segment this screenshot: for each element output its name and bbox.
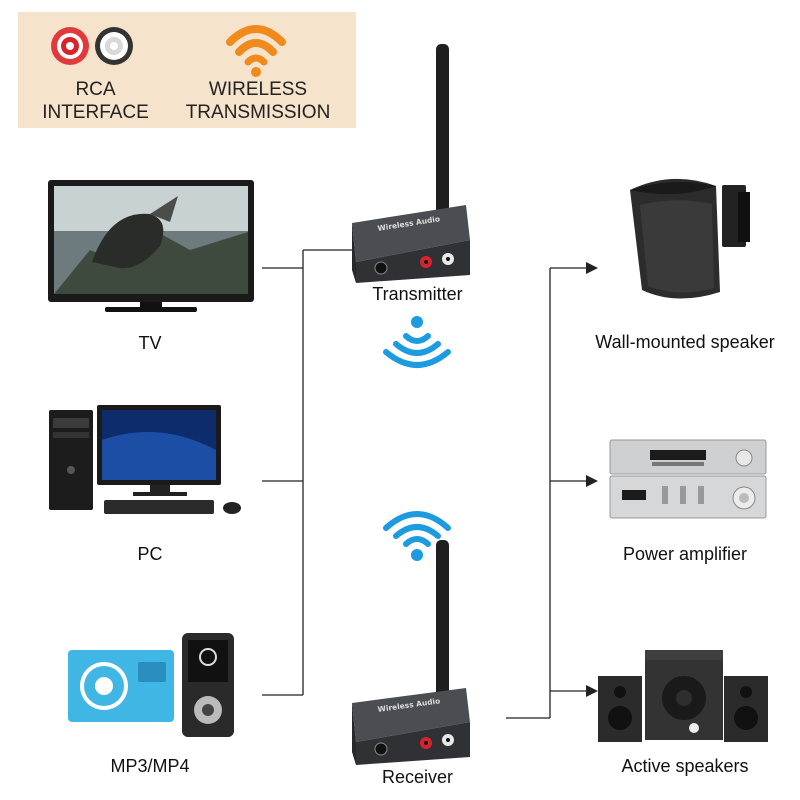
amplifier-label: Power amplifier [622,544,748,564]
source-connector-lines [262,249,352,696]
active-speakers-label: Active speakers [621,756,749,776]
tv-label: TV [138,333,162,353]
transmitter-device-icon: Wireless Audio [352,44,470,283]
wireless-line1: WIRELESS [208,79,308,100]
tv-icon [48,180,254,312]
wall-speaker-icon [630,178,750,299]
mp3-label: MP3/MP4 [110,756,190,776]
feature-icons [51,25,286,77]
rca-red-jack-icon [51,27,89,65]
rca-interface-label: RCA INTERFACE [38,78,153,124]
wireless-transmission-label: WIRELESS TRANSMISSION [178,78,338,124]
receiver-device-icon: Wireless Audio [352,540,470,765]
wifi-blue-icon-up [383,511,451,561]
feature-banner: RCA INTERFACE WIRELESS TRANSMISSION [18,12,356,128]
wireless-line2: TRANSMISSION [185,102,331,123]
arrow-heads [586,262,598,697]
active-speakers-icon [598,650,768,742]
rca-line2: INTERFACE [42,102,149,123]
rca-white-jack-icon [95,27,133,65]
wall-speaker-label: Wall-mounted speaker [595,332,775,352]
mp3-player-icon [68,633,234,737]
amplifier-icon [609,439,767,519]
output-connector-lines [506,267,588,719]
pc-label: PC [137,544,163,564]
rca-line1: RCA [75,79,116,100]
wifi-orange-icon [226,25,286,66]
pc-icon [49,405,241,514]
wifi-blue-icon-down [383,316,451,368]
transmitter-label: Transmitter [372,284,463,304]
receiver-label: Receiver [381,767,454,787]
